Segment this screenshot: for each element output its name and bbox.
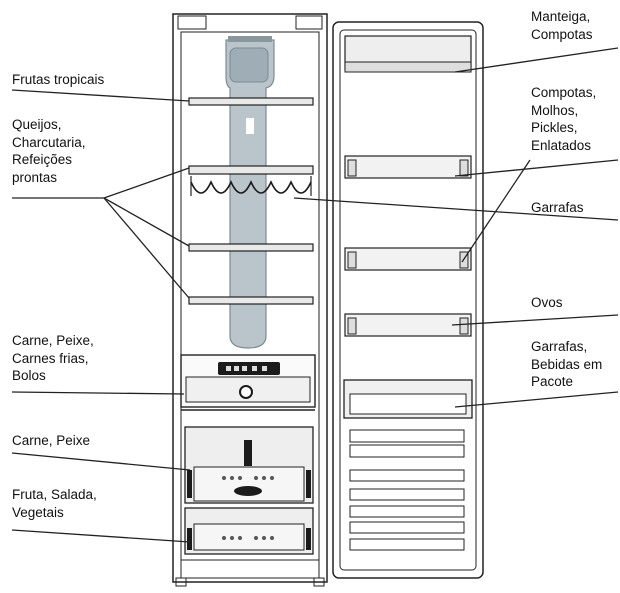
leader-frutas-tropicais	[11, 89, 190, 102]
control-button-1	[226, 366, 231, 371]
door-panel-slot-6	[349, 521, 465, 534]
label-garrafas: Garrafas	[531, 200, 584, 215]
door-panel-slot-2	[349, 444, 465, 458]
label-queijos: Queijos, Charcutaria, Refeições prontas	[12, 117, 86, 185]
fan-housing	[229, 47, 269, 83]
crisper-bottom-vent-5	[262, 536, 266, 540]
crisper-top-vent-4	[254, 476, 258, 480]
door-panel-slot-5	[349, 505, 465, 518]
leader-queijos-2	[103, 197, 190, 247]
shelf-3	[188, 243, 314, 252]
shelf-4	[188, 296, 314, 305]
door-bin-1-clip-right	[459, 159, 469, 177]
crisper-top-vent-5	[262, 476, 266, 480]
door-bin-egg	[344, 313, 472, 337]
butter-lid	[344, 61, 472, 73]
door-panel-slot-1	[349, 429, 465, 443]
leader-compotas-1	[454, 159, 619, 177]
foot-right	[313, 577, 325, 587]
leader-lines	[11, 47, 619, 543]
leader-queijos-3	[103, 197, 190, 299]
label-garrafas-bebidas: Garrafas, Bebidas em Pacote	[531, 339, 603, 389]
leader-ovos	[451, 314, 619, 326]
wine-rack-icon	[190, 180, 312, 194]
label-ovos: Ovos	[531, 295, 563, 310]
leader-queijos-1	[103, 167, 190, 199]
label-frutas-tropicais: Frutas tropicais	[12, 72, 105, 87]
duct-top	[228, 36, 272, 42]
door-bin-bottles-front	[349, 393, 467, 415]
label-compotas-molhos: Compotas, Molhos, Pickles, Enlatados	[531, 85, 597, 153]
crisper-bottom-vent-3	[238, 536, 242, 540]
leader-compotas-2	[461, 159, 531, 263]
dial-icon	[239, 385, 253, 399]
control-button-2	[234, 366, 239, 371]
crisper-top-rail-left	[187, 470, 192, 498]
control-button-3	[242, 366, 247, 371]
crisper-handle	[234, 486, 262, 496]
foot-left	[175, 577, 187, 587]
crisper-bottom-vent-1	[222, 536, 226, 540]
leader-carne-peixe	[11, 452, 191, 471]
control-button-4	[252, 366, 257, 371]
fridge-body	[172, 13, 328, 587]
hinge-top-left	[177, 15, 207, 30]
cabinet-inner	[180, 31, 320, 579]
crisper-top-vent-6	[270, 476, 274, 480]
label-fruta-salada: Fruta, Salada, Vegetais	[12, 487, 97, 520]
door-bin-1-clip-left	[347, 159, 357, 177]
crisper-bottom-vent-4	[254, 536, 258, 540]
door-bin-1	[344, 155, 472, 179]
label-carne-peixe-carnes-frias: Carne, Peixe, Carnes frias, Bolos	[12, 333, 94, 383]
door-bin-egg-clip-right	[459, 317, 469, 335]
crisper-top-rail-right	[306, 470, 311, 498]
shelf-2	[188, 165, 314, 175]
crisper-top-vent-3	[238, 476, 242, 480]
crisper-bottom-vent-6	[270, 536, 274, 540]
crisper-bottom-rail-right	[306, 528, 311, 550]
door-panel-slot-7	[349, 538, 465, 551]
door-bin-2	[344, 247, 472, 271]
air-duct	[225, 39, 275, 349]
leader-manteiga	[454, 47, 619, 73]
crisper-bottom-front	[193, 523, 305, 551]
hinge-top-right	[295, 15, 323, 30]
door-bin-egg-clip-left	[347, 317, 357, 335]
door-panel-slot-4	[349, 488, 465, 501]
crisper-bottom-rail-left	[187, 528, 192, 550]
crisper-bottom-vent-2	[230, 536, 234, 540]
control-panel	[218, 362, 280, 375]
door-panel-slot-3	[349, 469, 465, 482]
leader-fruta-salada	[11, 529, 191, 543]
door-bin-2-clip-left	[347, 251, 357, 269]
leader-garrafas-bebidas	[454, 391, 619, 408]
crisper-top-vent-1	[222, 476, 226, 480]
label-manteiga: Manteiga, Compotas	[531, 9, 593, 42]
fridge-door	[332, 21, 484, 579]
door-gasket	[339, 29, 477, 571]
shelf-1	[188, 97, 314, 106]
leader-carne-peixe-frias	[11, 391, 185, 395]
leader-garrafas	[293, 197, 619, 221]
crisper-top-vent-2	[230, 476, 234, 480]
control-button-5	[262, 366, 267, 371]
duct-light	[246, 118, 254, 134]
label-carne-peixe: Carne, Peixe	[12, 433, 91, 448]
humidity-slider	[244, 440, 252, 466]
